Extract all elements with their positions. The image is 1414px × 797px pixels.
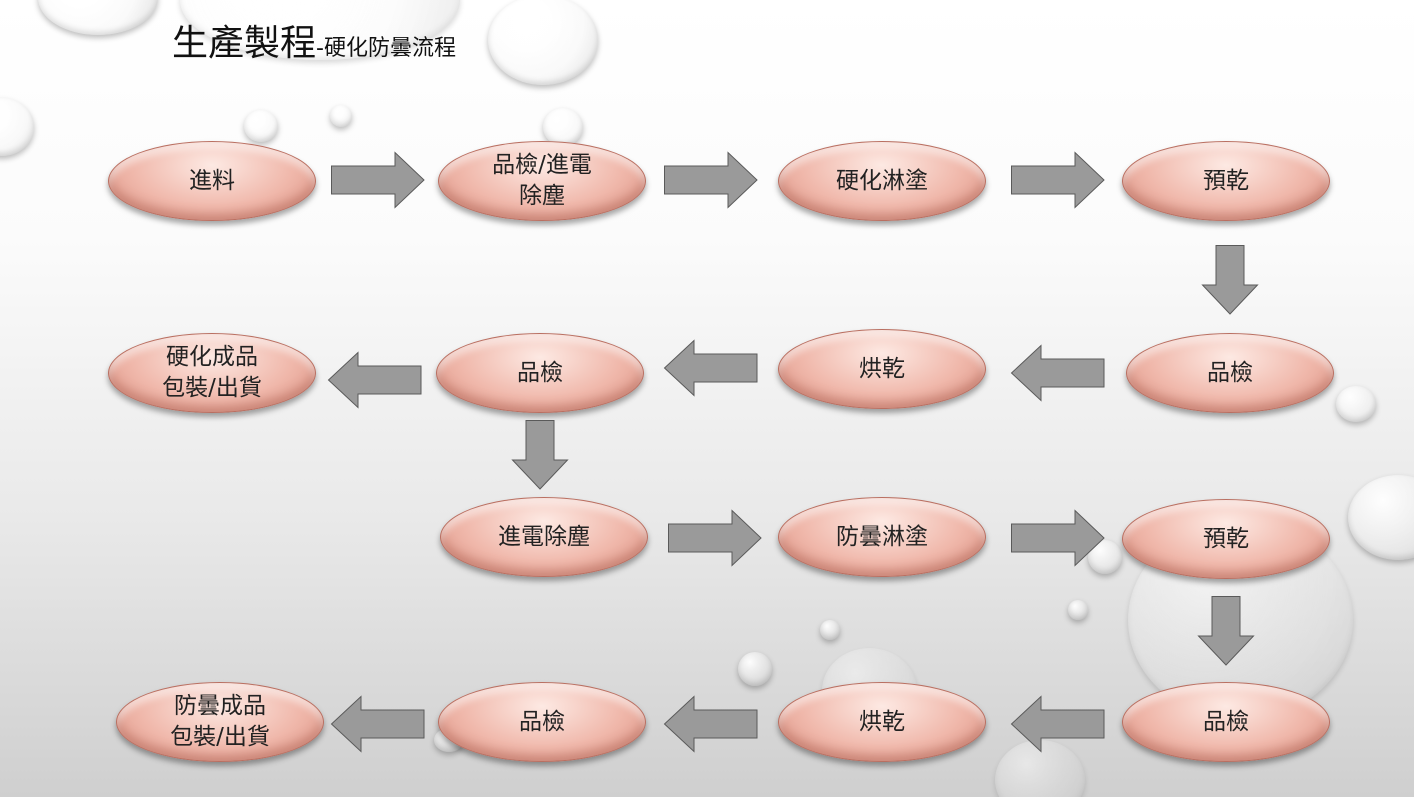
arrow-left-icon	[330, 695, 425, 753]
arrow-left-icon	[1010, 695, 1105, 753]
droplet	[1336, 386, 1376, 422]
droplet	[1068, 600, 1088, 620]
droplet	[543, 108, 583, 146]
step-hardcoat: 硬化淋塗	[778, 141, 986, 221]
step-inspect-destatic: 品檢/進電 除塵	[438, 141, 646, 221]
droplet	[244, 110, 278, 142]
droplet	[488, 0, 598, 85]
step-antifog-pack-ship: 防曇成品 包裝/出貨	[116, 682, 324, 762]
step-feed: 進料	[108, 141, 316, 221]
step-antifog-coat: 防曇淋塗	[778, 497, 986, 577]
arrow-left-icon	[663, 339, 758, 397]
droplet	[330, 105, 352, 127]
arrow-right-icon	[1011, 151, 1105, 209]
step-inspect-4: 品檢	[438, 682, 646, 762]
step-inspect-1: 品檢	[1126, 333, 1334, 413]
arrow-left-icon	[1010, 344, 1105, 402]
step-predry-2: 預乾	[1122, 499, 1330, 579]
arrow-right-icon	[668, 509, 762, 567]
droplet	[0, 98, 34, 156]
step-destatic: 進電除塵	[440, 497, 648, 577]
droplet	[1348, 475, 1414, 560]
arrow-right-icon	[1011, 509, 1105, 567]
step-hardcoat-pack-ship: 硬化成品 包裝/出貨	[108, 333, 316, 413]
droplet	[738, 652, 772, 686]
arrow-down-icon	[1201, 245, 1259, 315]
step-bake-2: 烘乾	[778, 682, 986, 762]
page-title: 生產製程-硬化防曇流程	[172, 14, 456, 66]
title-sub: -硬化防曇流程	[316, 36, 456, 61]
arrow-left-icon	[327, 351, 422, 409]
step-bake-1: 烘乾	[778, 329, 986, 409]
title-main: 生產製程	[172, 23, 317, 64]
step-inspect-3: 品檢	[1122, 682, 1330, 762]
arrow-right-icon	[331, 151, 425, 209]
step-inspect-2: 品檢	[436, 333, 644, 413]
arrow-down-icon	[511, 420, 569, 490]
arrow-right-icon	[664, 151, 758, 209]
droplet	[38, 0, 158, 35]
step-predry-1: 預乾	[1122, 141, 1330, 221]
arrow-left-icon	[663, 695, 758, 753]
arrow-down-icon	[1197, 596, 1255, 666]
droplet	[820, 620, 840, 640]
